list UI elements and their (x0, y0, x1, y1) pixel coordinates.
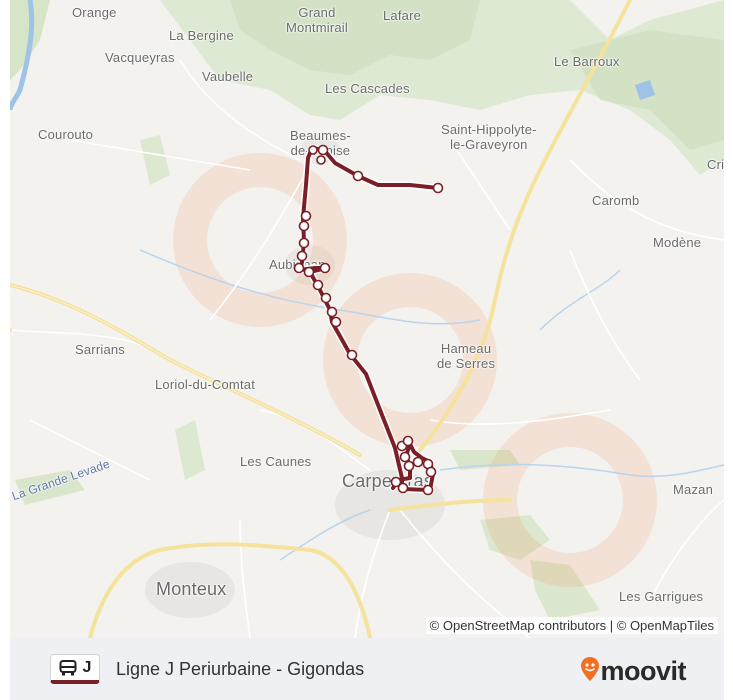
place-label-carpentras: Carpentras (342, 471, 434, 491)
place-label-caromb: Caromb (592, 193, 640, 208)
green-patch (480, 515, 550, 560)
route-map[interactable]: Orange Grand Montmirail Lafare La Bergin… (10, 0, 724, 638)
place-label-grand-montmirail: Grand Montmirail (286, 5, 348, 35)
lake (635, 80, 655, 100)
river (10, 0, 35, 111)
minor-roads (10, 59, 724, 638)
bus-icon (59, 659, 77, 676)
moovit-logo[interactable]: moovit (580, 656, 686, 687)
moovit-wordmark: moovit (600, 656, 686, 686)
place-label-sarrians: Sarrians (75, 342, 126, 357)
route-code: J (82, 658, 92, 676)
place-label-monteux: Monteux (156, 579, 227, 599)
place-label-cri: Cri (707, 157, 724, 172)
place-label-orange: Orange (72, 5, 117, 20)
place-label-les-garrigues: Les Garrigues (619, 589, 704, 604)
map-attribution[interactable]: © OpenStreetMap contributors | © OpenMap… (425, 617, 718, 634)
place-label-le-barroux: Le Barroux (554, 54, 620, 69)
map-frame: Orange Grand Montmirail Lafare La Bergin… (10, 0, 724, 700)
river (539, 269, 621, 331)
place-label-aubignan: Aubignan (269, 257, 326, 272)
place-label-mazan: Mazan (673, 482, 714, 497)
place-label-vacqueyras: Vacqueyras (105, 50, 175, 65)
place-label-modene: Modène (653, 235, 702, 250)
green-patch (530, 560, 600, 620)
place-label-hameau-de-serres: Hameau de Serres (437, 341, 496, 371)
place-label-beaumes-de-venise: Beaumes- de-Venise (290, 128, 351, 158)
place-label-saint-hippolyte: Saint-Hippolyte- le-Graveyron (441, 122, 537, 152)
green-patch (140, 135, 170, 185)
route-badge[interactable]: J (50, 654, 100, 684)
green-patch (175, 420, 205, 480)
place-label-la-bergine: La Bergine (169, 28, 234, 43)
green-patch (15, 470, 85, 505)
place-label-les-cascades: Les Cascades (325, 81, 410, 96)
moovit-pin-icon (580, 656, 600, 687)
place-label-lafare: Lafare (383, 8, 422, 23)
route-title: Ligne J Periurbaine - Gigondas (116, 659, 365, 679)
river (279, 509, 371, 561)
town-area (145, 562, 235, 618)
place-label-vaubelle: Vaubelle (202, 69, 254, 84)
river (439, 463, 724, 478)
place-label-courouto: Courouto (38, 127, 94, 142)
place-label-les-caunes: Les Caunes (240, 454, 312, 469)
hills-shade (230, 0, 480, 75)
place-label-loriol-du-comtat: Loriol-du-Comtat (155, 377, 256, 392)
route-footer: J Ligne J Periurbaine - Gigondas moovit (10, 638, 724, 700)
